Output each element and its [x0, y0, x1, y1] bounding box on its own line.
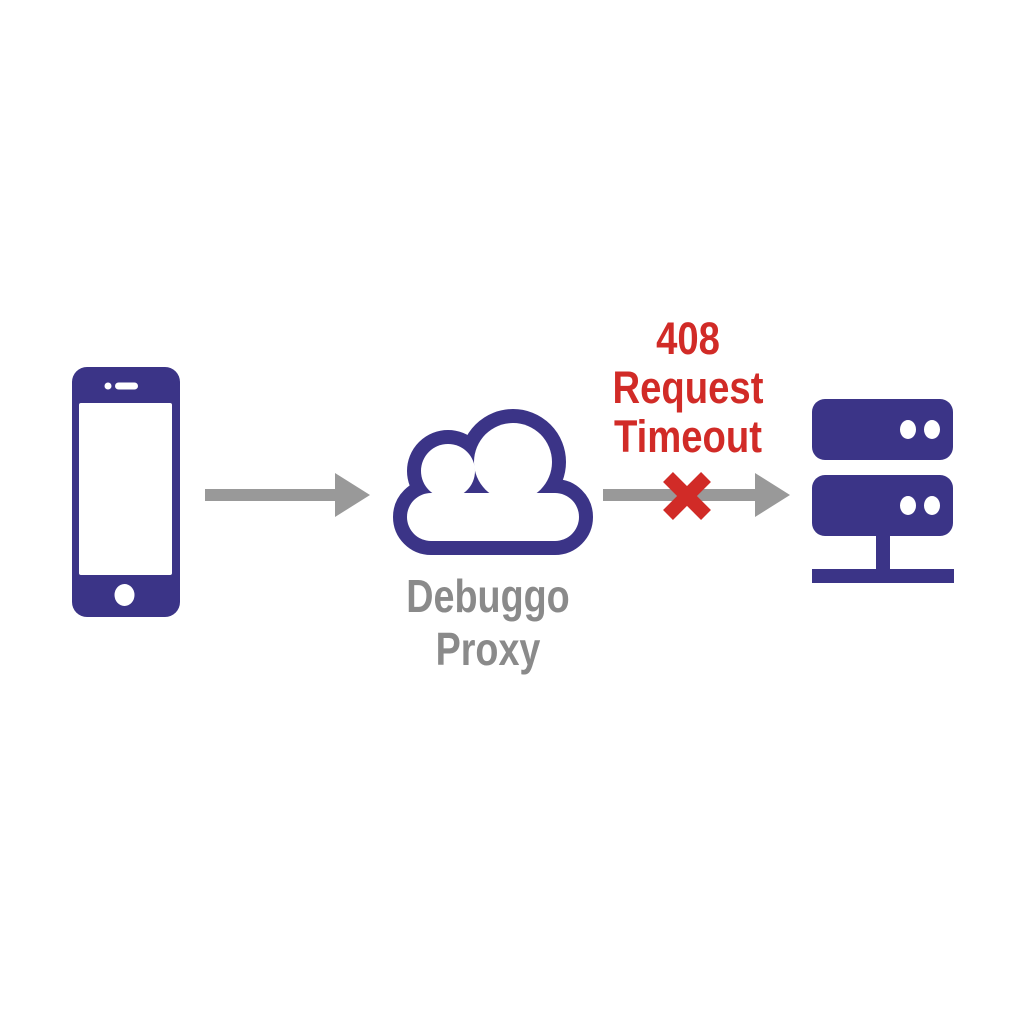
proxy-cloud-icon: [393, 405, 593, 555]
server-lights: [900, 420, 940, 515]
error-code: 408: [656, 313, 720, 364]
phone-details: [79, 382, 172, 606]
proxy-label-line2: Proxy: [435, 623, 541, 675]
error-status-label: 408 Request Timeout: [561, 314, 816, 461]
server-body: [812, 399, 954, 583]
error-x-icon: [663, 472, 711, 520]
server-icon: [812, 398, 954, 583]
client-to-proxy-arrow-icon: [205, 473, 370, 517]
error-reason-line1: Request: [612, 362, 764, 413]
smartphone-icon: [72, 367, 180, 617]
proxy-label: Debuggo Proxy: [365, 570, 611, 676]
cloud-interior: [407, 423, 579, 541]
proxy-label-line1: Debuggo: [406, 570, 570, 622]
error-reason-line2: Timeout: [613, 411, 763, 462]
